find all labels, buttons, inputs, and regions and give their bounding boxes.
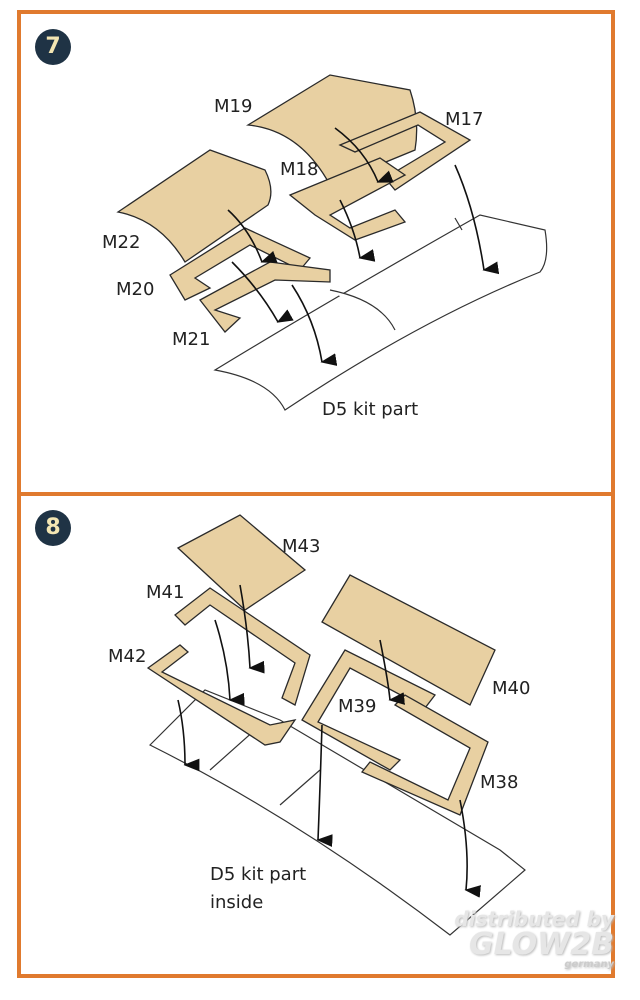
arrow xyxy=(231,261,294,323)
label-m19: M19 xyxy=(214,96,252,117)
part-m42 xyxy=(146,644,297,746)
arrow xyxy=(239,584,265,674)
arrow xyxy=(459,799,481,898)
part-m38 xyxy=(360,694,489,816)
label-m17: M17 xyxy=(445,109,483,130)
label-kit-part-7: D5 kit part xyxy=(322,399,418,420)
label-m41: M41 xyxy=(146,582,184,603)
part-m40 xyxy=(321,574,496,706)
d5-kit-part-8 xyxy=(148,689,526,936)
arrow xyxy=(214,619,245,706)
watermark-line-1: distributed by xyxy=(454,907,614,931)
arrow xyxy=(316,724,333,847)
step-8-badge: 8 xyxy=(35,510,71,546)
arrow xyxy=(454,164,500,275)
label-m43: M43 xyxy=(282,536,320,557)
part-m43 xyxy=(176,514,307,611)
label-m21: M21 xyxy=(172,329,210,350)
label-kit-part-8-inside: inside xyxy=(210,892,263,913)
kit-frame-line xyxy=(209,729,321,806)
part-m39 xyxy=(301,649,436,771)
watermark-line-3: germany xyxy=(564,959,614,970)
label-m22: M22 xyxy=(102,232,140,253)
distributor-watermark: distributed by GLOW2B germany xyxy=(454,907,614,970)
label-m42: M42 xyxy=(108,646,146,667)
label-m18: M18 xyxy=(280,159,318,180)
arrow xyxy=(379,639,405,705)
label-m39: M39 xyxy=(338,696,376,717)
arrow xyxy=(177,699,200,772)
arrow xyxy=(227,209,278,263)
step-7-badge: 7 xyxy=(35,29,71,65)
part-m21 xyxy=(199,261,331,333)
watermark-logo: GLOW2B xyxy=(468,927,614,962)
part-m22 xyxy=(116,149,272,263)
step-8-panel xyxy=(17,492,615,978)
label-kit-part-8: D5 kit part xyxy=(210,864,306,885)
part-m20 xyxy=(169,227,312,301)
label-m38: M38 xyxy=(480,772,518,793)
arrow xyxy=(334,127,394,183)
kit-frame-line xyxy=(329,217,463,331)
arrow xyxy=(291,284,338,366)
arrow xyxy=(339,199,376,262)
label-m20: M20 xyxy=(116,279,154,300)
label-m40: M40 xyxy=(492,678,530,699)
